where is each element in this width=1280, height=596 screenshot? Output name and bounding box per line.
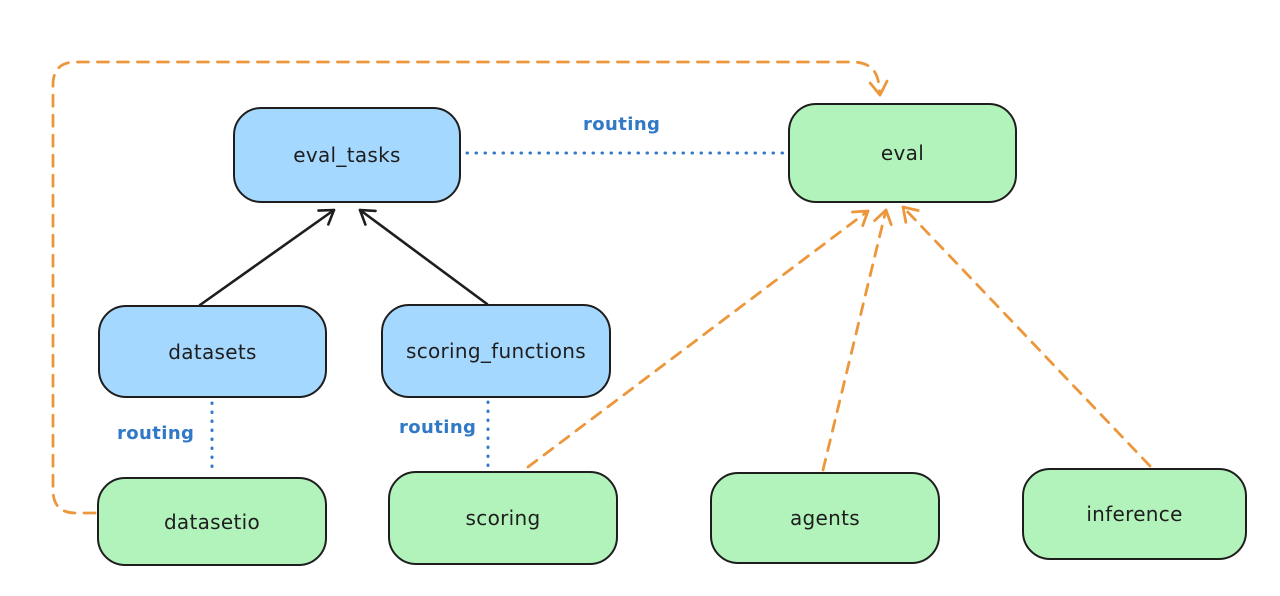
edge-scoring-to-eval <box>526 209 870 469</box>
edge-agents-to-eval <box>821 208 893 472</box>
node-eval: eval <box>788 103 1017 203</box>
node-eval-tasks-label: eval_tasks <box>293 143 401 167</box>
node-agents-label: agents <box>790 506 860 530</box>
edge-label-routing-scoring-functions-scoring: routing <box>399 417 477 438</box>
node-datasetio-label: datasetio <box>163 509 261 534</box>
edge-datasets-to-eval-tasks <box>198 208 336 307</box>
node-agents: agents <box>710 472 940 564</box>
node-scoring: scoring <box>388 471 618 565</box>
node-scoring-functions-label: scoring_functions <box>405 339 587 363</box>
edge-scoring-functions-to-eval-tasks <box>358 208 489 306</box>
edge-inference-to-eval <box>901 205 1152 468</box>
edge-datasetio-to-eval <box>51 60 889 515</box>
node-inference-label: inference <box>1086 502 1183 526</box>
node-datasets: datasets <box>98 305 327 398</box>
edge-label-routing-datasets-datasetio: routing <box>117 423 195 444</box>
node-datasets-label: datasets <box>168 339 257 364</box>
node-scoring-functions: scoring_functions <box>381 304 611 398</box>
node-eval-label: eval <box>880 141 925 165</box>
node-datasetio: datasetio <box>97 477 327 566</box>
node-eval-tasks: eval_tasks <box>233 107 461 203</box>
edge-label-routing-eval-tasks-eval: routing <box>583 114 661 135</box>
node-inference: inference <box>1022 468 1247 560</box>
node-scoring-label: scoring <box>465 506 541 530</box>
